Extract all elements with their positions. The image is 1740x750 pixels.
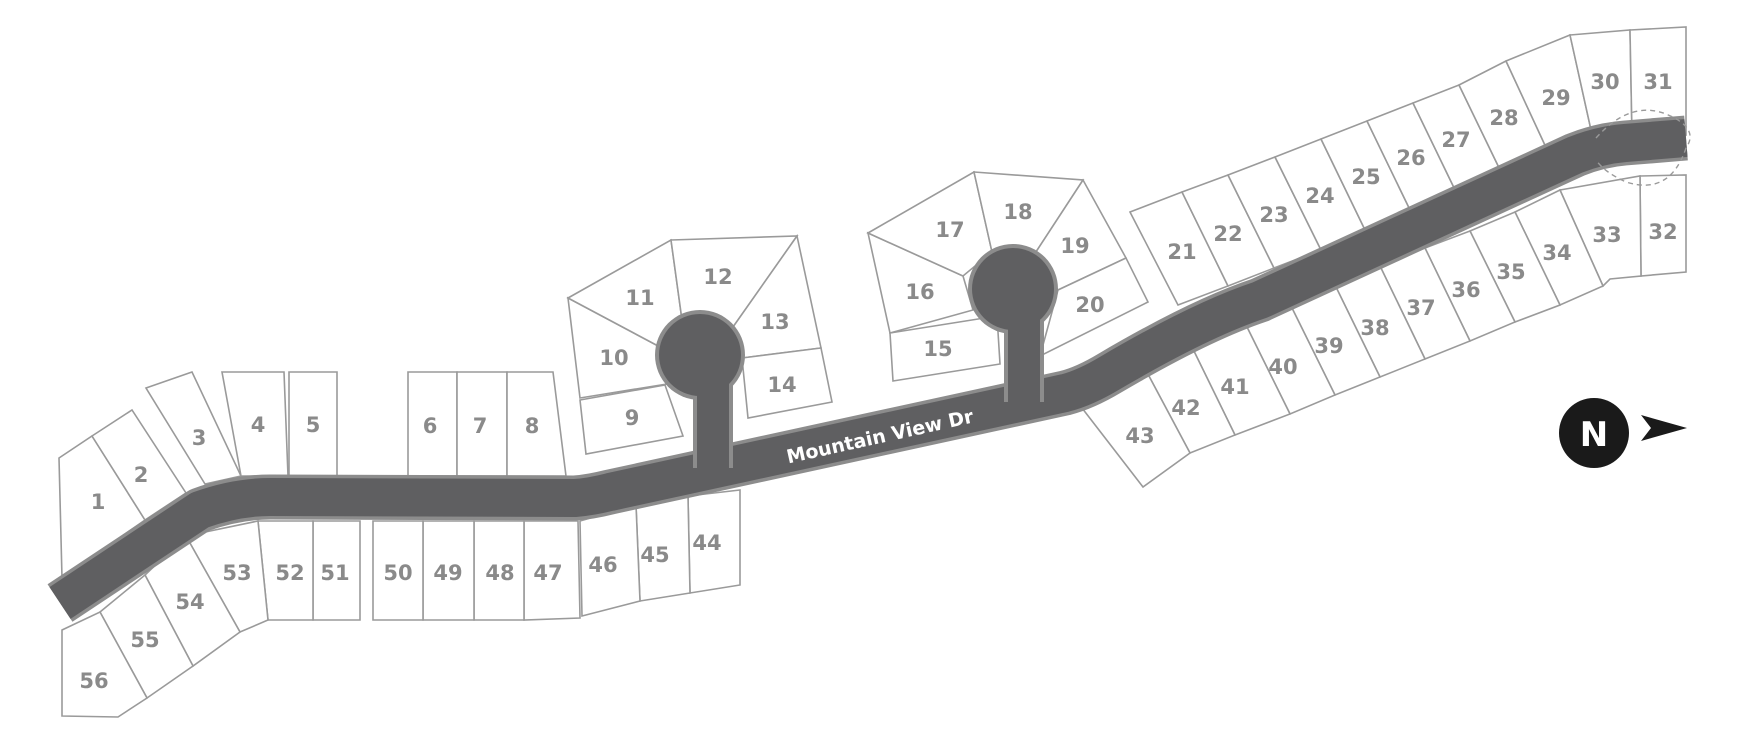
lot-number-50: 50 (383, 561, 412, 585)
lot-number-31: 31 (1643, 70, 1672, 94)
lot-31[interactable] (1629, 26, 1687, 136)
lot-number-47: 47 (533, 561, 562, 585)
lot-number-16: 16 (905, 280, 934, 304)
lot-number-10: 10 (599, 346, 628, 370)
lot-number-22: 22 (1213, 222, 1242, 246)
lot-number-29: 29 (1541, 86, 1570, 110)
lot-number-27: 27 (1441, 128, 1470, 152)
lot-number-13: 13 (760, 310, 789, 334)
lot-number-49: 49 (433, 561, 462, 585)
lot-number-28: 28 (1489, 106, 1518, 130)
lot-number-2: 2 (134, 463, 149, 487)
lot-number-40: 40 (1268, 355, 1297, 379)
culdesac-2 (968, 244, 1058, 402)
lot-number-18: 18 (1003, 200, 1032, 224)
lot-number-37: 37 (1406, 296, 1435, 320)
lot-number-4: 4 (251, 413, 266, 437)
lot-number-9: 9 (625, 406, 640, 430)
lot-number-42: 42 (1171, 396, 1200, 420)
lot-number-24: 24 (1305, 184, 1334, 208)
lot-number-54: 54 (175, 590, 204, 614)
lot-number-39: 39 (1314, 334, 1343, 358)
road-layer: Mountain View Dr (47, 109, 1691, 622)
lot-number-1: 1 (91, 490, 106, 514)
lot-20[interactable] (1038, 256, 1150, 358)
lot-number-36: 36 (1451, 278, 1480, 302)
lot-number-19: 19 (1060, 234, 1089, 258)
lot-number-41: 41 (1220, 375, 1249, 399)
lot-number-20: 20 (1075, 293, 1104, 317)
lot-number-45: 45 (640, 543, 669, 567)
lot-number-11: 11 (625, 286, 654, 310)
lot-number-52: 52 (275, 561, 304, 585)
compass-circle (1559, 398, 1629, 468)
lot-number-56: 56 (79, 669, 108, 693)
north-arrow-icon (1641, 415, 1687, 441)
lot-number-26: 26 (1396, 146, 1425, 170)
lot-56[interactable] (61, 610, 149, 718)
lot-number-43: 43 (1125, 424, 1154, 448)
culdesac-1 (655, 310, 745, 468)
lot-number-32: 32 (1648, 220, 1677, 244)
lot-number-7: 7 (473, 414, 488, 438)
lot-15[interactable] (889, 315, 1001, 382)
lot-number-6: 6 (423, 414, 438, 438)
lot-number-44: 44 (692, 531, 721, 555)
lot-number-21: 21 (1167, 240, 1196, 264)
lot-number-33: 33 (1592, 223, 1621, 247)
lot-number-38: 38 (1360, 316, 1389, 340)
lot-number-55: 55 (130, 628, 159, 652)
turnaround-dashed-outline (1595, 109, 1691, 186)
lot-number-35: 35 (1496, 260, 1525, 284)
lot-number-14: 14 (767, 373, 796, 397)
lot-9[interactable] (579, 384, 685, 455)
lot-number-48: 48 (485, 561, 514, 585)
north-arrow: N (1559, 398, 1687, 468)
lots-layer (58, 26, 1687, 718)
lot-number-34: 34 (1542, 241, 1571, 265)
lot-number-3: 3 (192, 426, 207, 450)
lot-number-46: 46 (588, 553, 617, 577)
lot-number-51: 51 (320, 561, 349, 585)
lot-number-25: 25 (1351, 165, 1380, 189)
lot-14[interactable] (741, 347, 833, 419)
lot-number-5: 5 (306, 413, 321, 437)
lot-number-30: 30 (1590, 70, 1619, 94)
road-mountain-view-dr (49, 119, 1688, 619)
lot-50[interactable] (372, 520, 424, 621)
lot-number-15: 15 (923, 337, 952, 361)
lot-number-17: 17 (935, 218, 964, 242)
compass-label: N (1580, 415, 1608, 455)
lot-number-8: 8 (525, 414, 540, 438)
lot-number-53: 53 (222, 561, 251, 585)
lot-number-23: 23 (1259, 203, 1288, 227)
lot-number-12: 12 (703, 265, 732, 289)
